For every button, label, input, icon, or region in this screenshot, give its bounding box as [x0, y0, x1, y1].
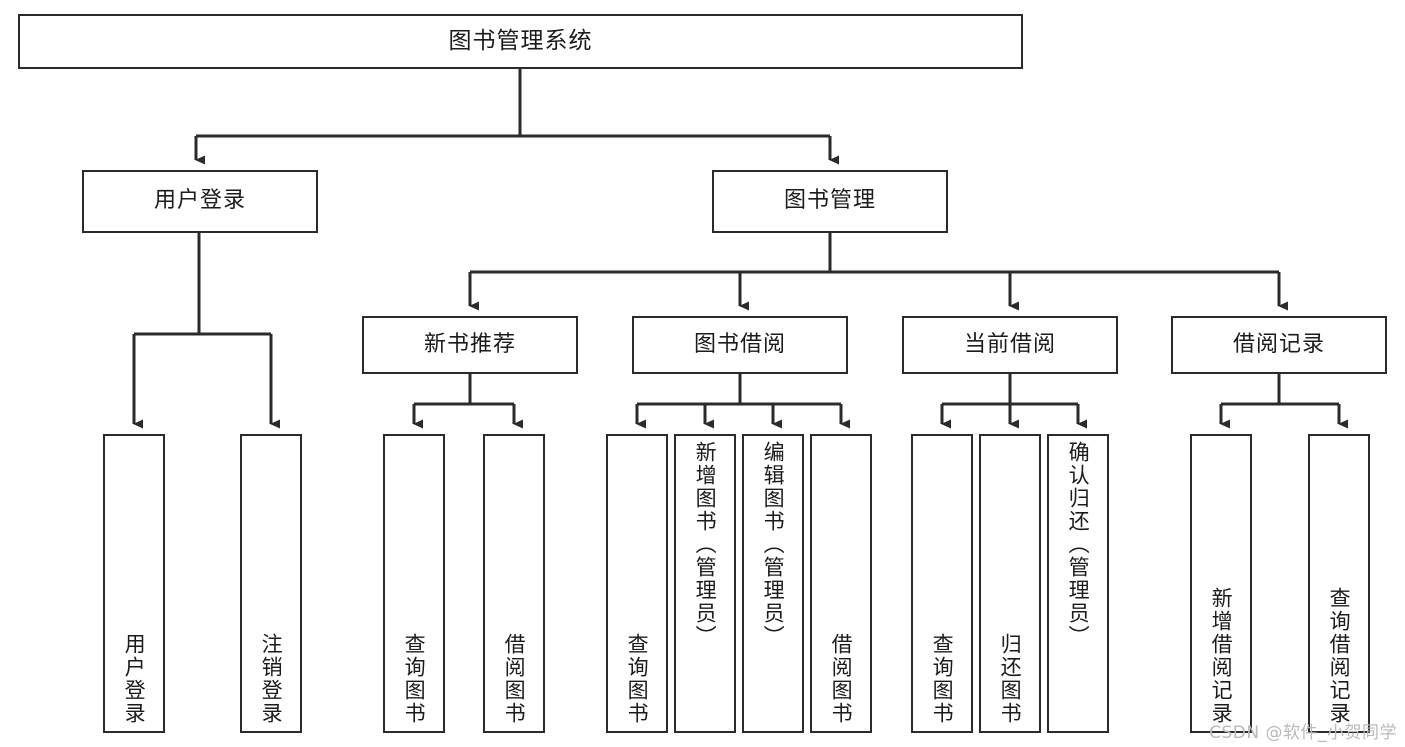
- leaf-label: 归还图书: [998, 633, 1023, 725]
- leaf-borrow-edit-book-admin[interactable]: 编辑图书（管理员）: [742, 434, 804, 733]
- node-book-borrow[interactable]: 图书借阅: [632, 316, 848, 374]
- leaf-label: 注销登录: [259, 633, 284, 725]
- leaf-record-query-record[interactable]: 查询借阅记录: [1308, 434, 1370, 733]
- leaf-user-login-logout[interactable]: 注销登录: [240, 434, 302, 733]
- leaf-label: 查询图书: [930, 633, 955, 725]
- leaf-label: 查询图书: [625, 633, 650, 725]
- node-borrow-record[interactable]: 借阅记录: [1171, 316, 1387, 374]
- csdn-watermark: CSDN @软件_小贺同学: [1209, 723, 1397, 743]
- node-label: 新书推荐: [423, 331, 516, 357]
- node-new-book-recommend[interactable]: 新书推荐: [362, 316, 578, 374]
- leaf-borrow-add-book-admin[interactable]: 新增图书（管理员）: [674, 434, 736, 733]
- leaf-label: 用户登录: [122, 633, 147, 725]
- leaf-current-query-book[interactable]: 查询图书: [911, 434, 973, 733]
- node-label: 用户登录: [153, 188, 246, 214]
- leaf-recommend-query-book[interactable]: 查询图书: [383, 434, 445, 733]
- node-current-borrow[interactable]: 当前借阅: [902, 316, 1118, 374]
- node-label: 当前借阅: [963, 331, 1056, 357]
- leaf-label: 借阅图书: [829, 633, 854, 725]
- leaf-label: 借阅图书: [502, 633, 527, 725]
- leaf-borrow-query-book[interactable]: 查询图书: [606, 434, 668, 733]
- node-label: 图书借阅: [693, 331, 786, 357]
- node-label: 图书管理: [783, 188, 876, 214]
- node-book-management[interactable]: 图书管理: [712, 170, 948, 233]
- leaf-record-add-record[interactable]: 新增借阅记录: [1190, 434, 1252, 733]
- node-label: 借阅记录: [1232, 331, 1325, 357]
- node-root-system[interactable]: 图书管理系统: [18, 14, 1023, 69]
- leaf-user-login-login[interactable]: 用户登录: [103, 434, 165, 733]
- leaf-label: 查询借阅记录: [1327, 587, 1352, 725]
- leaf-borrow-borrow-book[interactable]: 借阅图书: [810, 434, 872, 733]
- leaf-label: 确认归还（管理员）: [1066, 441, 1091, 648]
- leaf-current-return-book[interactable]: 归还图书: [979, 434, 1041, 733]
- leaf-label: 新增借阅记录: [1209, 587, 1234, 725]
- leaf-label: 新增图书（管理员）: [693, 441, 718, 648]
- leaf-recommend-borrow-book[interactable]: 借阅图书: [483, 434, 545, 733]
- node-user-login[interactable]: 用户登录: [82, 170, 318, 233]
- leaf-label: 编辑图书（管理员）: [761, 441, 786, 648]
- node-label: 图书管理系统: [448, 27, 593, 54]
- leaf-label: 查询图书: [402, 633, 427, 725]
- leaf-current-confirm-return-admin[interactable]: 确认归还（管理员）: [1047, 434, 1109, 733]
